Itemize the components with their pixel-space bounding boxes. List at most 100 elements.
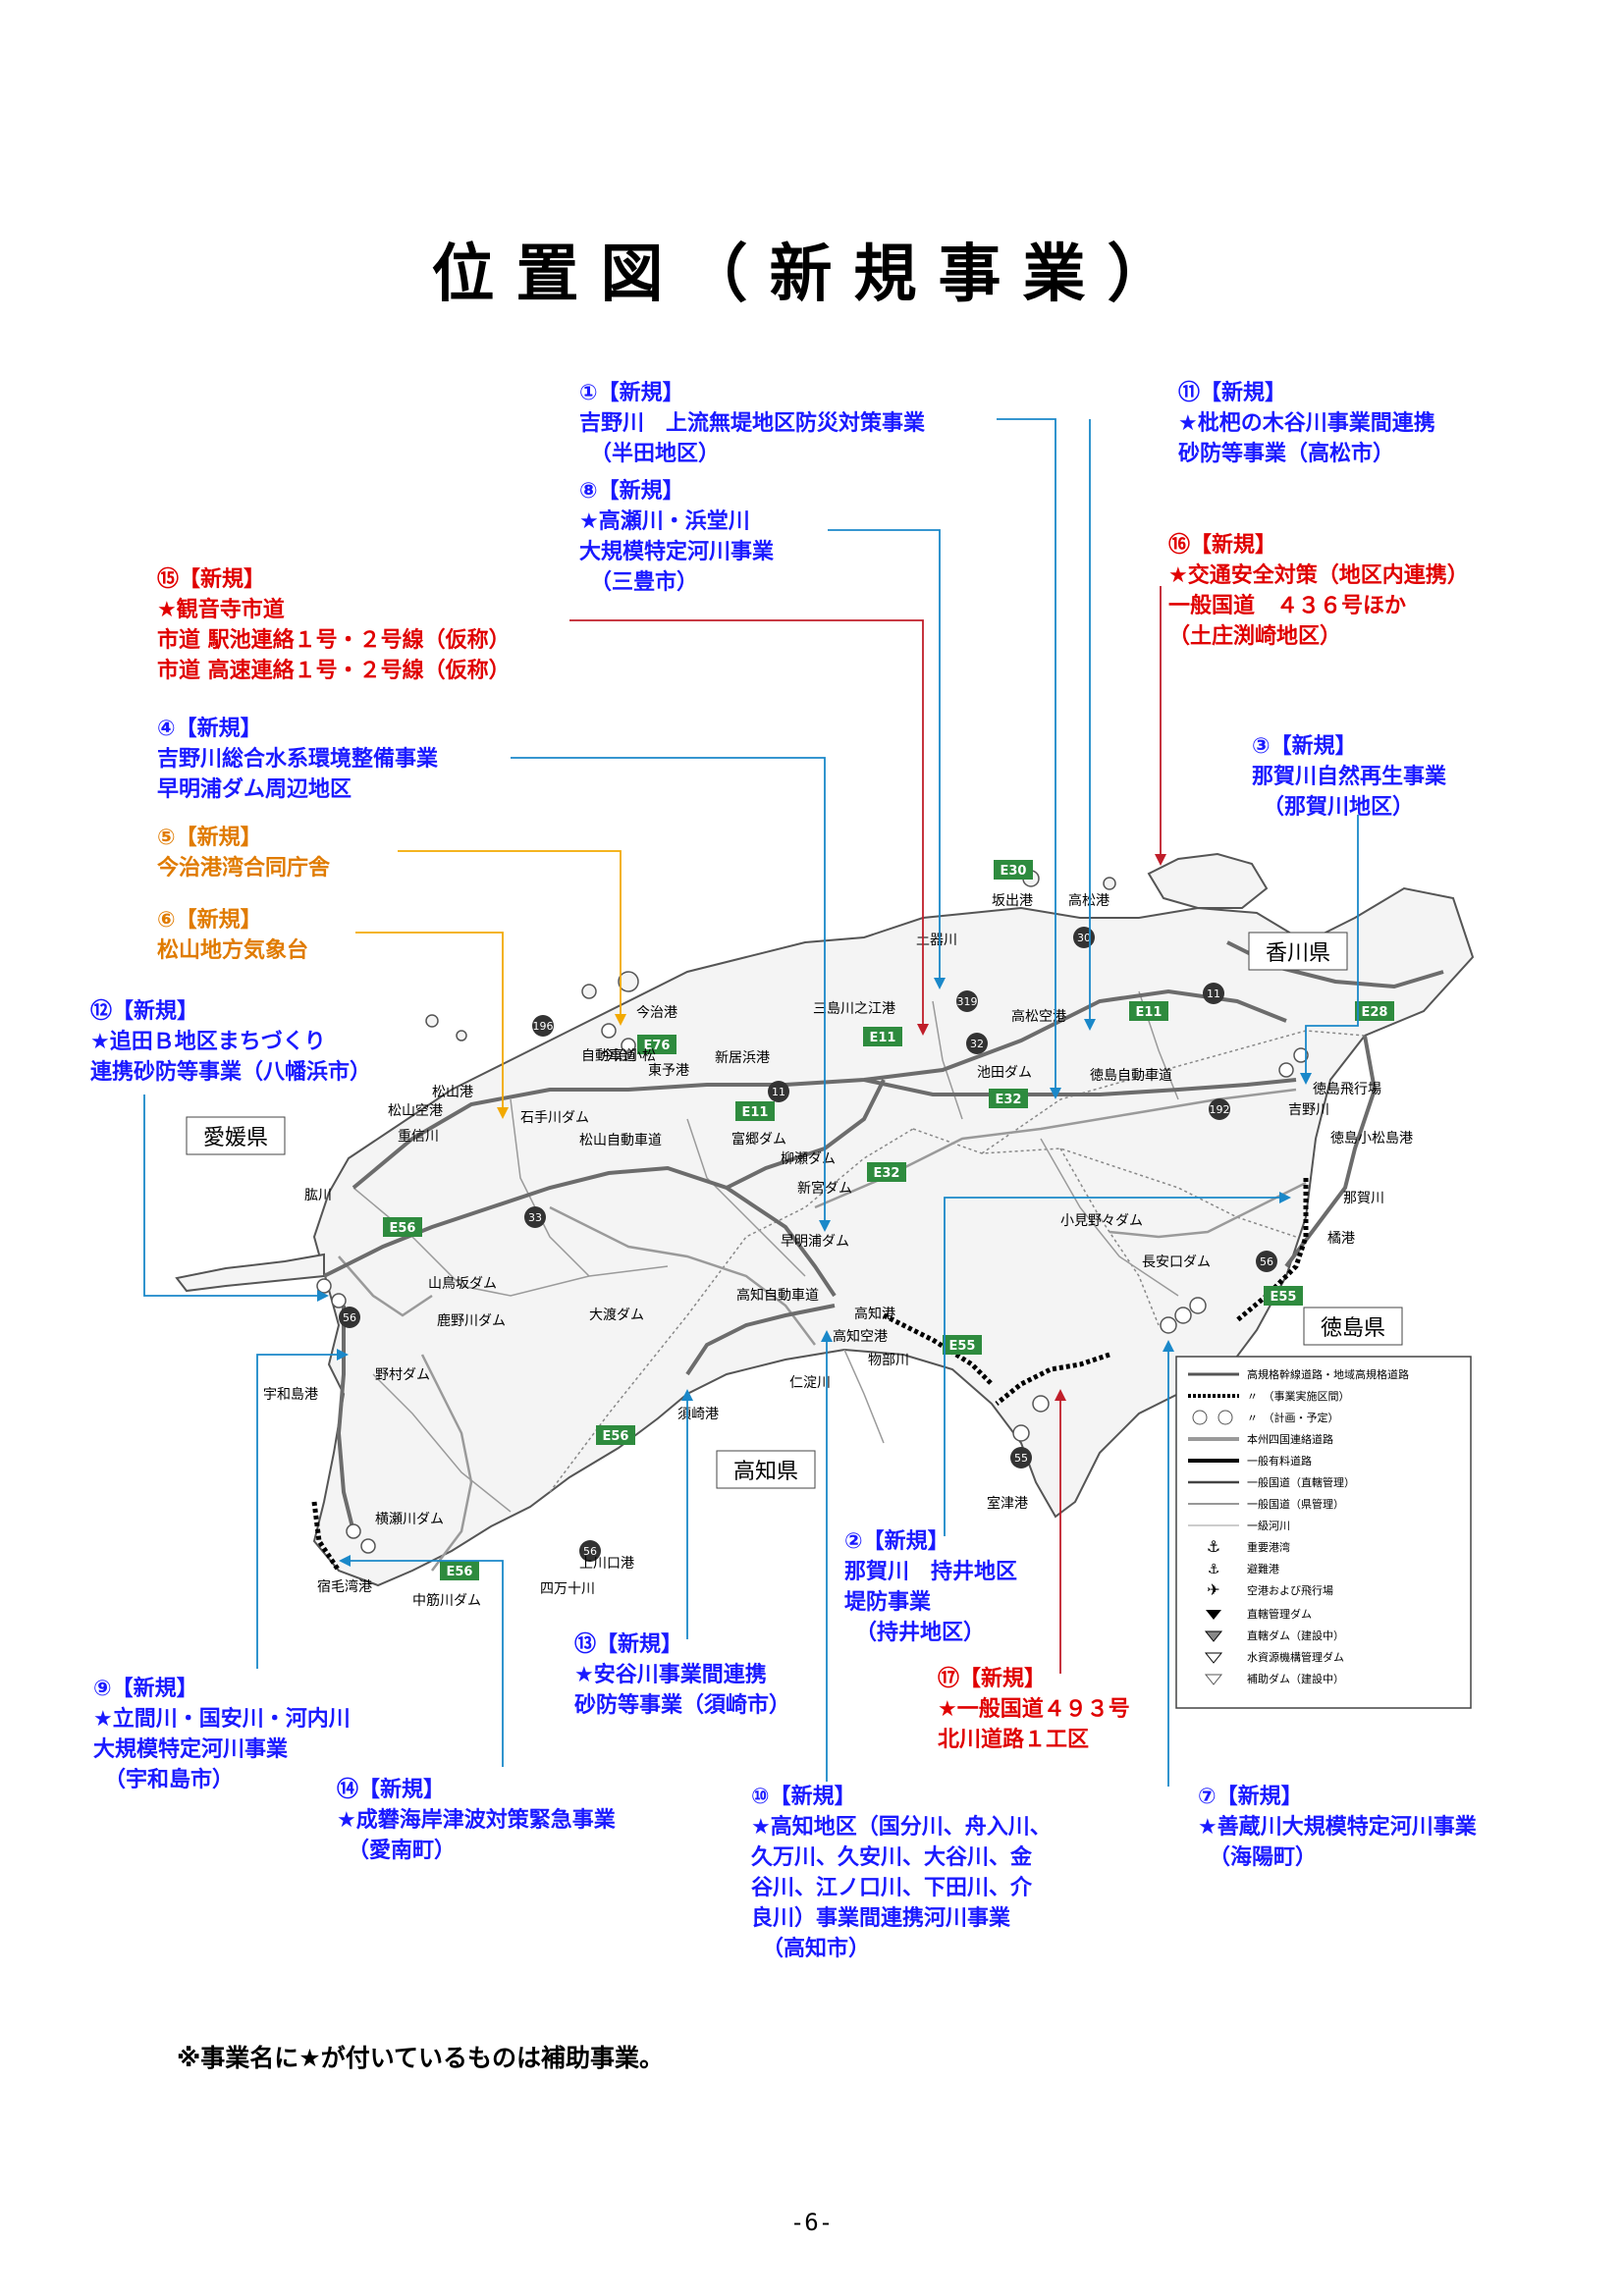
svg-text:直轄ダム（建設中）: 直轄ダム（建設中） xyxy=(1247,1629,1344,1642)
svg-text:E76: E76 xyxy=(644,1039,671,1053)
route-shield: 56 xyxy=(339,1307,360,1328)
leader-p5 xyxy=(398,850,622,1021)
footnote: ※事業名に★が付いているものは補助事業。 xyxy=(177,2044,664,2072)
leader-p9 xyxy=(256,1354,344,1669)
project-label-16: ⑯【新規】 ★交通安全対策（地区内連携） 一般国道 ４３６号ほか （土庄渕崎地区… xyxy=(1168,533,1469,649)
svg-text:肱川: 肱川 xyxy=(304,1188,332,1203)
badge-e11-kagawa: E11 xyxy=(863,1027,902,1046)
project-label-14: ⑭【新規】 ★成礬海岸津波対策緊急事業 （愛南町） xyxy=(337,1778,616,1863)
svg-text:高知港: 高知港 xyxy=(854,1306,895,1322)
svg-text:長安口ダム: 長安口ダム xyxy=(1142,1255,1211,1270)
route-shield: 56 xyxy=(579,1540,601,1562)
prefecture-border xyxy=(549,1030,1366,1493)
route-shields: 196 11 32 33 56 30 11 192 55 56 56 319 xyxy=(339,927,1277,1562)
svg-text:55: 55 xyxy=(1014,1452,1028,1465)
project-label-1: ①【新規】 吉野川 上流無堤地区防災対策事業 （半田地区） xyxy=(579,381,926,466)
svg-text:⚓: ⚓ xyxy=(1208,1562,1220,1577)
svg-text:E56: E56 xyxy=(390,1221,416,1236)
badge-e11-ehime: E11 xyxy=(735,1101,775,1121)
svg-text:一般有料道路: 一般有料道路 xyxy=(1247,1454,1312,1468)
svg-text:東予港: 東予港 xyxy=(648,1063,689,1079)
svg-text:高知自動車道: 高知自動車道 xyxy=(736,1287,819,1304)
pref-tokushima: 徳島県 xyxy=(1303,1307,1403,1346)
svg-text:高知空港: 高知空港 xyxy=(833,1328,888,1345)
route-shield: 319 xyxy=(956,990,978,1012)
project-label-8: ⑧【新規】 ★高瀬川・浜堂川 大規模特定河川事業 （三豊市） xyxy=(579,479,775,595)
svg-text:横瀬川ダム: 横瀬川ダム xyxy=(375,1512,444,1527)
svg-text:四万十川: 四万十川 xyxy=(540,1581,595,1597)
svg-text:鹿野川ダム: 鹿野川ダム xyxy=(437,1312,506,1329)
route-shield: 33 xyxy=(524,1206,546,1228)
svg-text:高松港: 高松港 xyxy=(1068,892,1109,909)
svg-text:319: 319 xyxy=(957,995,978,1008)
expressway-badges: E30 E11 E76 E11 E32 E32 E28 E56 E55 E56 … xyxy=(383,860,1394,1580)
svg-text:E32: E32 xyxy=(874,1166,900,1181)
svg-text:早明浦ダム: 早明浦ダム xyxy=(781,1234,849,1250)
project-label-3: ③【新規】 那賀川自然再生事業 （那賀川地区） xyxy=(1252,734,1447,820)
svg-text:坂出港: 坂出港 xyxy=(992,893,1033,909)
leader-p8 xyxy=(828,529,941,985)
svg-text:56: 56 xyxy=(1260,1255,1273,1268)
island xyxy=(618,971,639,992)
badge-e76: E76 xyxy=(637,1035,676,1054)
leader-p1 xyxy=(997,418,1056,1095)
svg-text:一級河川: 一級河川 xyxy=(1247,1520,1290,1532)
page-number: -6- xyxy=(789,2209,834,2236)
leader-p4 xyxy=(511,757,826,1227)
route-shield: 11 xyxy=(768,1081,789,1102)
svg-text:新居浜港: 新居浜港 xyxy=(715,1050,770,1066)
route-shield: 192 xyxy=(1209,1098,1230,1120)
svg-text:30: 30 xyxy=(1077,932,1091,944)
route-shield: 11 xyxy=(1203,983,1224,1004)
svg-text:33: 33 xyxy=(528,1211,542,1224)
svg-text:徳島自動車道: 徳島自動車道 xyxy=(1090,1067,1172,1084)
badge-e55-a: E55 xyxy=(1264,1286,1303,1306)
project-label-6: ⑥【新規】 松山地方気象台 xyxy=(157,908,309,963)
svg-text:補助ダム（建設中）: 補助ダム（建設中） xyxy=(1247,1672,1344,1685)
svg-text:徳島小松島港: 徳島小松島港 xyxy=(1330,1131,1413,1147)
svg-text:自動車道: 自動車道 xyxy=(581,1047,636,1064)
svg-text:E11: E11 xyxy=(870,1031,896,1045)
place-labels: 今治港 東予港 松山港 松山空港 重信川 石手川ダム 自動車道 今治小松 新居浜… xyxy=(263,892,1413,1609)
svg-text:E11: E11 xyxy=(742,1105,769,1120)
svg-text:E55: E55 xyxy=(1271,1290,1297,1305)
project-label-10: ⑩【新規】 ★高知地区（国分川、舟入川、 久万川、久安川、大谷川、金 谷川、江ノ… xyxy=(751,1785,1052,1961)
svg-text:192: 192 xyxy=(1210,1103,1230,1116)
svg-text:池田ダム: 池田ダム xyxy=(977,1065,1032,1081)
svg-text:那賀川: 那賀川 xyxy=(1343,1191,1384,1206)
svg-text:〃 （計画・予定）: 〃 （計画・予定） xyxy=(1247,1411,1339,1424)
svg-text:中筋川ダム: 中筋川ダム xyxy=(412,1592,481,1609)
svg-text:三島川之江港: 三島川之江港 xyxy=(813,1001,895,1017)
svg-text:徳島県: 徳島県 xyxy=(1321,1316,1385,1341)
route-shield: 32 xyxy=(966,1033,988,1054)
project-label-2: ②【新規】 那賀川 持井地区 堤防事業 （持井地区） xyxy=(844,1529,1018,1645)
svg-text:56: 56 xyxy=(343,1311,356,1324)
leader-p12 xyxy=(143,1095,324,1297)
svg-text:松山空港: 松山空港 xyxy=(388,1103,443,1119)
svg-text:水資源機構管理ダム: 水資源機構管理ダム xyxy=(1247,1650,1344,1664)
badge-e56-b: E56 xyxy=(596,1425,635,1445)
leader-p3 xyxy=(1305,815,1359,1080)
svg-text:一般国道（県管理）: 一般国道（県管理） xyxy=(1247,1497,1344,1511)
svg-text:E11: E11 xyxy=(1136,1005,1163,1020)
svg-text:石手川ダム: 石手川ダム xyxy=(520,1110,589,1126)
svg-text:松山港: 松山港 xyxy=(432,1085,473,1100)
svg-text:土器川: 土器川 xyxy=(916,933,957,948)
river-shimanto xyxy=(420,1354,473,1572)
river-niyodo xyxy=(549,1205,816,1346)
svg-text:E55: E55 xyxy=(949,1339,976,1354)
project-label-13: ⑬【新規】 ★安谷川事業間連携 砂防等事業（須崎市） xyxy=(574,1632,791,1718)
svg-text:香川県: 香川県 xyxy=(1266,941,1330,966)
badge-e55-b: E55 xyxy=(943,1335,982,1355)
svg-text:11: 11 xyxy=(1207,988,1220,1000)
route-shield: 56 xyxy=(1256,1251,1277,1272)
island xyxy=(1103,877,1116,890)
svg-text:物部川: 物部川 xyxy=(868,1353,909,1368)
svg-text:32: 32 xyxy=(970,1038,984,1050)
svg-text:E56: E56 xyxy=(447,1565,473,1579)
project-label-15: ⑮【新規】 ★観音寺市道 市道 駅池連絡１号・２号線（仮称） 市道 高速連絡１号… xyxy=(157,567,511,683)
svg-text:高松空港: 高松空港 xyxy=(1011,1008,1066,1025)
svg-text:重要港湾: 重要港湾 xyxy=(1247,1540,1290,1554)
leader-arrowheads xyxy=(317,854,1312,1567)
